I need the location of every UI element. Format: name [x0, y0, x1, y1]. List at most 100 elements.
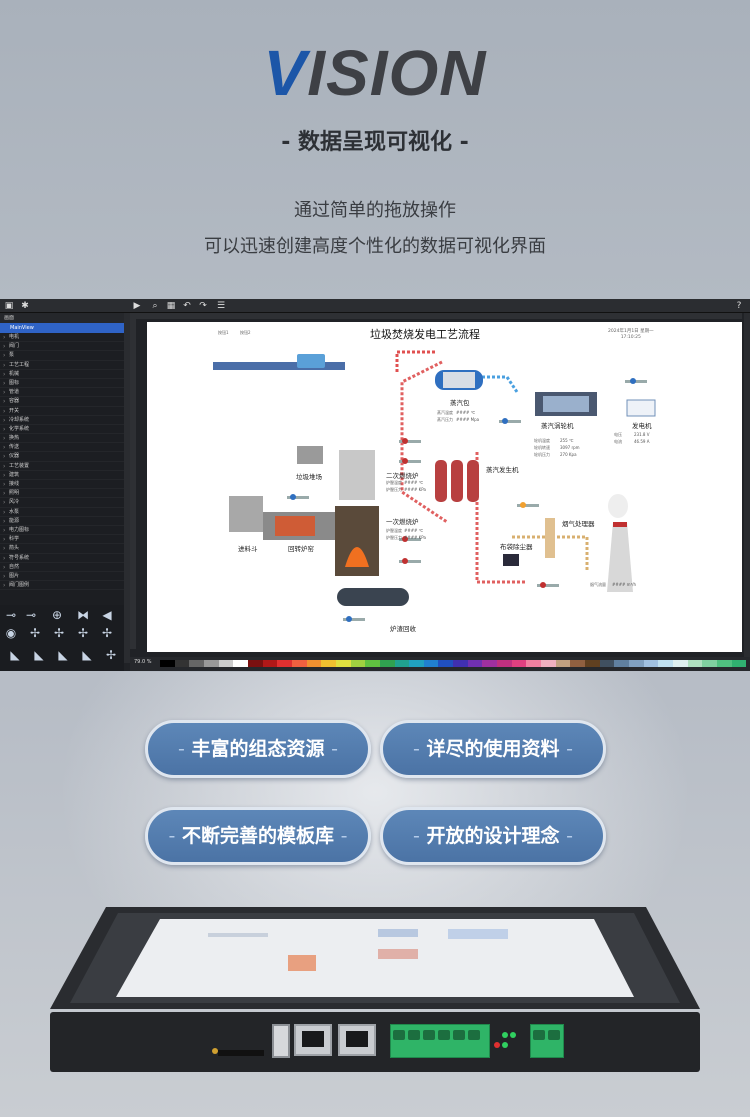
sidebar-item[interactable]: 能源	[0, 517, 124, 526]
gauge-icon[interactable]: ◉	[5, 626, 17, 640]
zoom-level[interactable]: 79.0 %	[134, 659, 152, 665]
sidebar-item[interactable]: 容器	[0, 397, 124, 407]
palette-swatch[interactable]	[247, 660, 263, 667]
palette-swatch[interactable]	[174, 660, 190, 667]
sidebar-item[interactable]: 阀门	[0, 342, 124, 352]
arrow-icon[interactable]: ◀	[102, 608, 112, 622]
pipe-elbow-icon[interactable]: ⊸	[25, 608, 37, 622]
sidebar-item[interactable]: 冷却系统	[0, 416, 124, 425]
fan-icon[interactable]: ✢	[101, 626, 113, 640]
fan-icon[interactable]: ✢	[29, 626, 41, 640]
sidebar-item[interactable]: 机械	[0, 370, 124, 379]
sidebar-item[interactable]: 自然	[0, 563, 124, 572]
palette-swatch[interactable]	[511, 660, 527, 667]
palette-swatch[interactable]	[262, 660, 278, 667]
palette-swatch[interactable]	[585, 660, 600, 667]
save-icon[interactable]: ▣	[4, 301, 14, 311]
palette-swatch[interactable]	[614, 660, 629, 667]
sidebar-item[interactable]: 水泵	[0, 508, 124, 517]
feature-pill-open-design[interactable]: - 开放的设计理念 -	[380, 807, 606, 865]
ethernet-port-1[interactable]	[294, 1024, 332, 1056]
palette-swatch[interactable]	[599, 660, 615, 667]
feature-pill-documentation[interactable]: - 详尽的使用资料 -	[380, 720, 606, 778]
palette-swatch[interactable]	[570, 660, 586, 667]
usb-port[interactable]	[272, 1024, 290, 1058]
palette-swatch[interactable]	[467, 660, 483, 667]
sidebar-item[interactable]: 换热	[0, 434, 124, 444]
sd-card-slot[interactable]	[218, 1050, 264, 1056]
arrow-icon[interactable]: ◣	[82, 648, 92, 662]
sidebar-item[interactable]: 照明	[0, 489, 124, 499]
palette-swatch[interactable]	[672, 660, 688, 667]
palette-swatch[interactable]	[365, 660, 380, 667]
palette-swatch[interactable]	[497, 660, 512, 667]
palette-swatch[interactable]	[335, 660, 351, 667]
sidebar-item[interactable]: 图片	[0, 572, 124, 582]
palette-swatch[interactable]	[233, 660, 248, 667]
palette-swatch[interactable]	[526, 660, 542, 667]
arrow-icon[interactable]: ◣	[34, 648, 44, 662]
palette-swatch[interactable]	[438, 660, 454, 667]
sidebar-item[interactable]: 电机	[0, 333, 124, 343]
gear-icon[interactable]: ✱	[21, 301, 29, 311]
fan-icon[interactable]: ✢	[53, 626, 65, 640]
sidebar-item[interactable]: 图标	[0, 379, 124, 389]
grid-icon[interactable]: ▦	[166, 301, 176, 311]
palette-swatch[interactable]	[658, 660, 673, 667]
valve-icon[interactable]: ⧓	[77, 608, 89, 622]
feature-pill-resources[interactable]: - 丰富的组态资源 -	[145, 720, 371, 778]
palette-swatch[interactable]	[291, 660, 307, 667]
terminal-block[interactable]	[390, 1024, 490, 1058]
arrow-icon[interactable]: ◣	[58, 648, 68, 662]
palette-swatch[interactable]	[541, 660, 556, 667]
sidebar-item[interactable]: 传送	[0, 443, 124, 453]
sidebar-item[interactable]: 科学	[0, 535, 124, 545]
sidebar-item[interactable]: 符号系统	[0, 554, 124, 563]
palette-swatch[interactable]	[409, 660, 424, 667]
palette-swatch[interactable]	[160, 660, 175, 667]
palette-swatch[interactable]	[189, 660, 204, 667]
search-icon[interactable]: ⌕	[152, 301, 158, 311]
sidebar-item[interactable]: 建筑	[0, 471, 124, 480]
fan-icon[interactable]: ✢	[77, 626, 89, 640]
palette-swatch[interactable]	[277, 660, 292, 667]
pipe-icon[interactable]: ⊸	[5, 608, 17, 622]
pump-icon[interactable]: ⊕	[51, 608, 63, 622]
palette-swatch[interactable]	[716, 660, 732, 667]
sidebar-item[interactable]: 箭头	[0, 544, 124, 554]
sidebar-item[interactable]: 工艺装置	[0, 462, 124, 471]
help-icon[interactable]: ?	[736, 301, 742, 311]
palette-swatch[interactable]	[394, 660, 410, 667]
sidebar-item[interactable]: 风冷	[0, 498, 124, 508]
palette-swatch[interactable]	[218, 660, 234, 667]
palette-swatch[interactable]	[321, 660, 336, 667]
undo-icon[interactable]: ↶	[183, 301, 191, 311]
palette-swatch[interactable]	[482, 660, 498, 667]
redo-icon[interactable]: ↷	[199, 301, 207, 311]
sidebar-item[interactable]: 电力图标	[0, 526, 124, 536]
palette-swatch[interactable]	[687, 660, 703, 667]
canvas-scrollbar[interactable]	[744, 313, 750, 657]
fan-icon[interactable]: ✢	[105, 648, 117, 662]
palette-swatch[interactable]	[702, 660, 717, 667]
palette-swatch[interactable]	[423, 660, 439, 667]
play-icon[interactable]: ▶	[133, 301, 141, 311]
palette-swatch[interactable]	[203, 660, 219, 667]
ethernet-port-2[interactable]	[338, 1024, 376, 1056]
list-icon[interactable]: ☰	[216, 301, 226, 311]
arrow-icon[interactable]: ◣	[10, 648, 20, 662]
palette-swatch[interactable]	[731, 660, 747, 667]
palette-swatch[interactable]	[643, 660, 659, 667]
sidebar-item[interactable]: 化学系统	[0, 425, 124, 435]
sidebar-item[interactable]: 仪器	[0, 452, 124, 462]
palette-swatch[interactable]	[379, 660, 395, 667]
design-canvas[interactable]	[147, 322, 742, 652]
sidebar-item[interactable]: 开关	[0, 407, 124, 416]
palette-swatch[interactable]	[629, 660, 644, 667]
palette-swatch[interactable]	[306, 660, 322, 667]
palette-swatch[interactable]	[350, 660, 366, 667]
sidebar-item[interactable]: 管道	[0, 388, 124, 398]
sidebar-item[interactable]: 工艺工程	[0, 361, 124, 370]
sidebar-item[interactable]: 接线	[0, 480, 124, 490]
power-terminal[interactable]	[530, 1024, 564, 1058]
